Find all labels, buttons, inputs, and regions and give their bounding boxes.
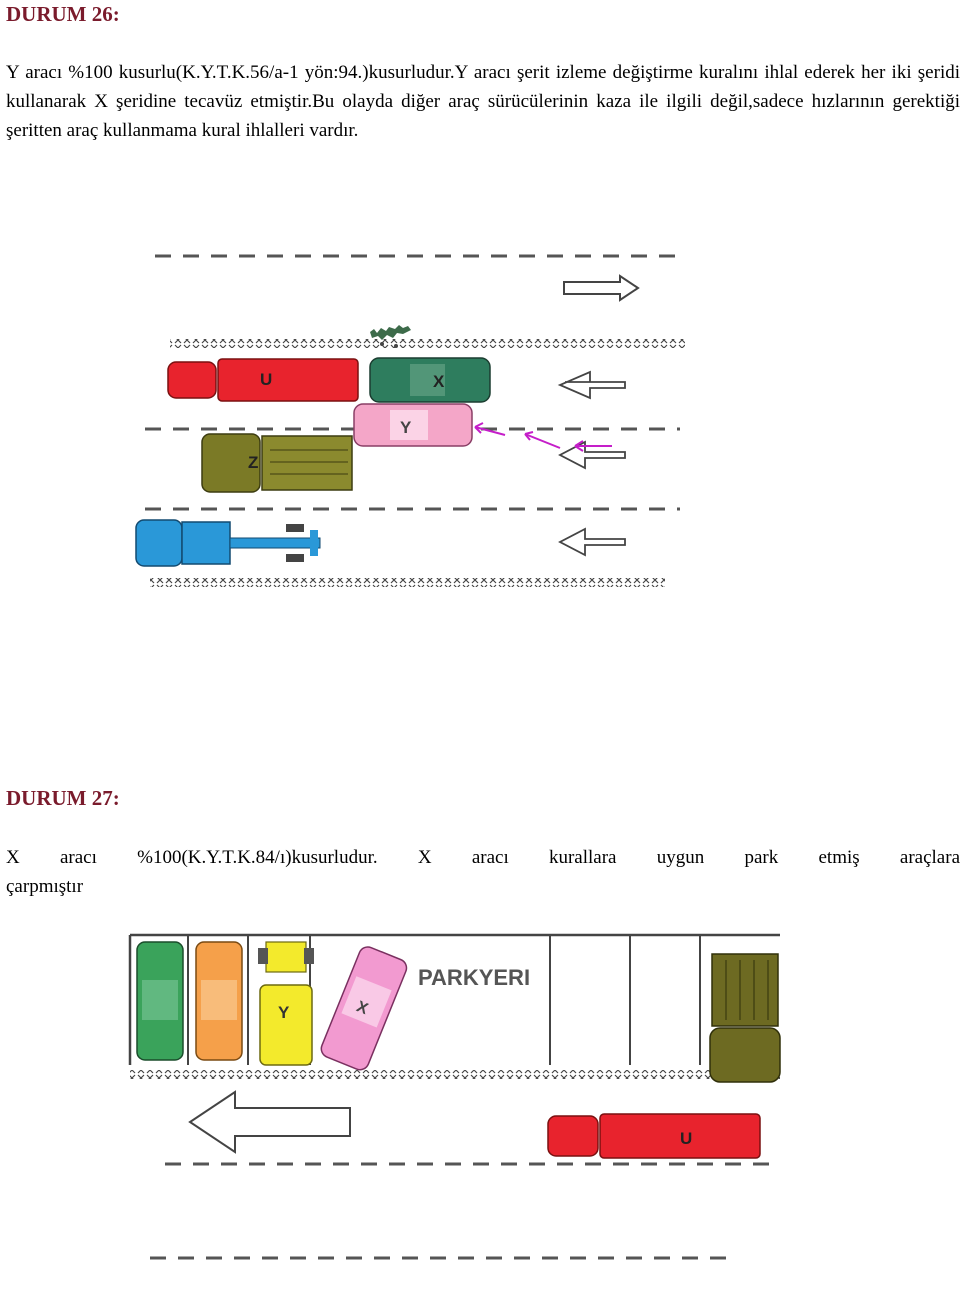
vehicle-x-car-27: X (320, 946, 408, 1071)
durum-26-diagram: U X Y Z (135, 254, 685, 587)
durum-27-text-line2: çarpmıştır (6, 876, 84, 897)
durum-27-text-line1: X aracı %100(K.Y.T.K.84/ı)kusurludur. X … (6, 847, 960, 868)
direction-arrow-left-icon-27 (188, 1090, 351, 1154)
direction-arrow-left-icon (557, 370, 626, 557)
vehicle-u-truck-27: U (547, 1113, 761, 1159)
barrier-top (170, 339, 685, 348)
barrier-bottom (150, 578, 665, 587)
parked-car-green (136, 941, 184, 1061)
durum-27-diagram: Y X PARKYERI U (128, 933, 781, 1260)
durum-27-heading: DURUM 27: (6, 786, 120, 810)
trajectory-arrow-icon (474, 422, 612, 452)
parked-truck-olive (709, 953, 781, 1083)
vehicle-x-label: X (433, 372, 445, 391)
vehicle-blue-truck (135, 519, 321, 567)
debris-icon (370, 325, 411, 348)
vehicle-z-truck: Z (201, 433, 353, 493)
direction-arrow-right-icon (563, 274, 640, 302)
parked-truck-y: Y (258, 941, 314, 1066)
parked-car-orange (195, 941, 243, 1061)
durum-26-heading: DURUM 26: (6, 2, 120, 26)
barrier-parking (130, 1070, 780, 1079)
vehicle-x-car: X (369, 357, 491, 403)
durum-26-text: Y aracı %100 kusurlu(K.Y.T.K.56/a-1 yön:… (6, 62, 960, 141)
vehicle-u-label-27: U (680, 1129, 692, 1148)
vehicle-z-label: Z (248, 453, 258, 472)
vehicle-u-label: U (260, 370, 272, 389)
vehicle-y-label: Y (400, 418, 412, 437)
vehicle-u-truck: U (167, 358, 359, 402)
vehicle-y-label-27: Y (278, 1003, 290, 1022)
vehicle-y-car: Y (353, 403, 473, 447)
parking-label: PARKYERI (418, 965, 530, 990)
